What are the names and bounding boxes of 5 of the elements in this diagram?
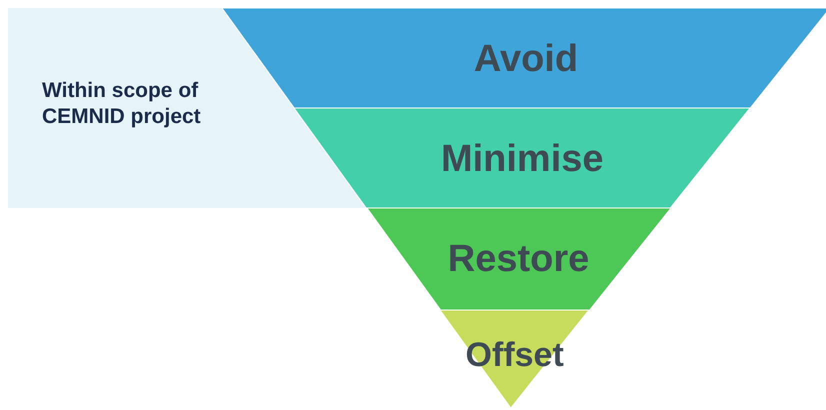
band-label: Avoid <box>474 38 578 81</box>
band-label: Minimise <box>440 138 604 181</box>
scope-label: Within scope of CEMNID project <box>42 78 202 130</box>
scope-panel <box>8 8 366 208</box>
band-label: Restore <box>448 238 590 281</box>
